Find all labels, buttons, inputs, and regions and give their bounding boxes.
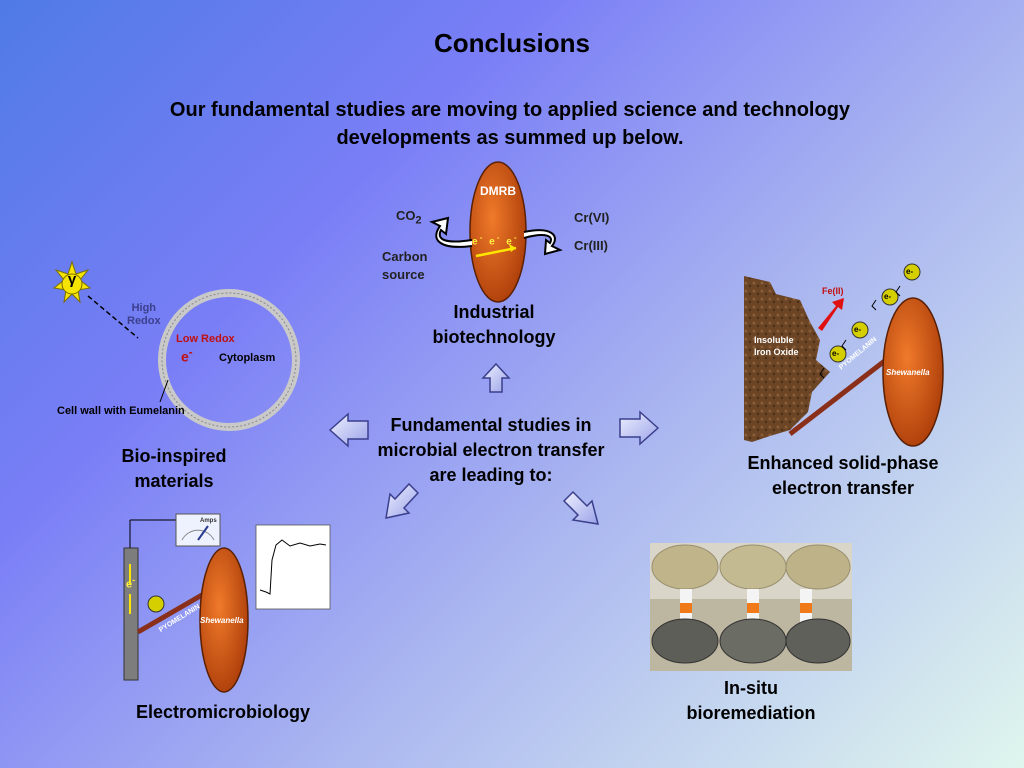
arrow-left-shape <box>328 412 369 448</box>
co2-label: CO2 <box>396 208 422 227</box>
low-redox-label: Low Redox <box>176 333 235 345</box>
chromium-arrow <box>523 229 563 256</box>
current-graph <box>255 524 331 610</box>
e-label-3: e- <box>854 325 862 334</box>
cytoplasm-label: Cytoplasm <box>219 352 276 364</box>
arrow-right-shape <box>619 410 660 446</box>
bioremediation-label: In-situ bioremediation <box>686 678 816 723</box>
carbon-arrow <box>429 216 473 248</box>
fe-arrow <box>818 298 844 331</box>
electron-labels: e- e- e- <box>472 232 519 248</box>
arrow-downright-shape <box>562 490 600 525</box>
sun-icon <box>52 260 92 304</box>
arrow-up-shape <box>481 362 511 393</box>
solid-label: Enhanced solid-phase electron transfer <box>747 453 939 498</box>
cr6-label: Cr(VI) <box>574 210 610 225</box>
page-title: Conclusions <box>433 28 590 58</box>
cell-wall-label: Cell wall with Eumelanin <box>57 405 185 417</box>
electro-electron-label: e- <box>126 575 136 591</box>
e-label-1: e- <box>906 267 914 276</box>
e-label-2: e- <box>884 292 892 301</box>
center-text: Fundamental studies in microbial electro… <box>377 415 605 485</box>
bio-electron-label: e- <box>181 346 193 365</box>
page-subtitle: Our fundamental studies are moving to ap… <box>169 99 851 149</box>
shewanella-cell-electro <box>199 547 249 693</box>
bioremediation-photo <box>650 543 852 671</box>
meter-label: Amps <box>200 518 217 524</box>
electron-carriers <box>829 263 921 363</box>
gamma-label: γ <box>67 271 77 288</box>
shewanella-cell-solid <box>882 297 944 447</box>
electron-carrier <box>147 595 165 613</box>
shewanella-solid-label: Shewanella <box>886 368 930 377</box>
arrow-downleft-shape <box>385 482 420 519</box>
electro-label: Electromicrobiology <box>135 702 311 722</box>
shewanella-electro-label: Shewanella <box>200 616 244 625</box>
fe-label: Fe(II) <box>822 286 844 296</box>
dmrb-label: DMRB <box>480 184 516 198</box>
electron-arrow <box>475 246 517 258</box>
e-label-4: e- <box>832 349 840 358</box>
industrial-label: Industrial biotechnology <box>432 302 556 347</box>
cr3-label: Cr(III) <box>574 238 608 253</box>
iron-oxide-rock <box>744 276 830 442</box>
bio-label: Bio-inspired materials <box>121 446 227 491</box>
